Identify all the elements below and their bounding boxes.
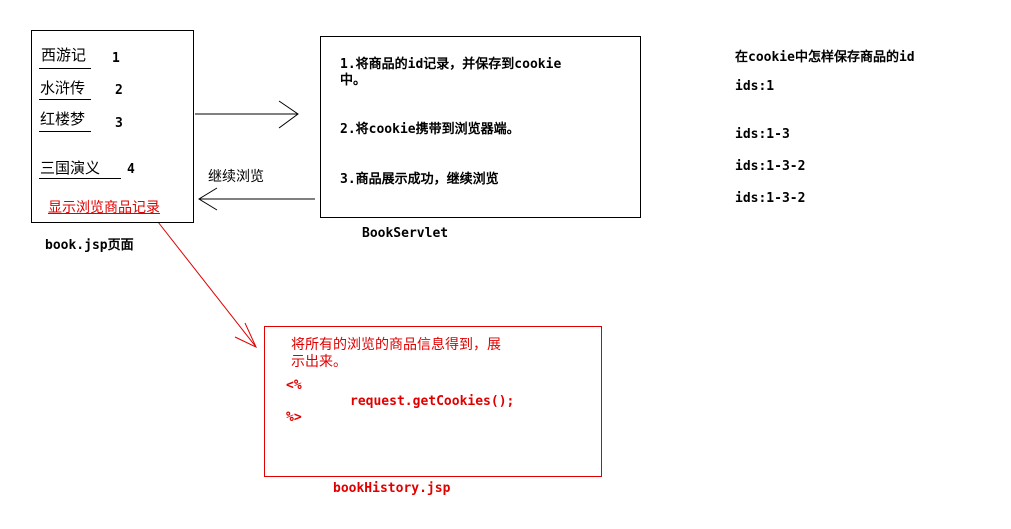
book-item-underline [39,99,91,100]
book-item-number: 2 [115,83,123,98]
book-item-underline [39,178,121,179]
book-item-number: 3 [115,116,123,131]
history-panel [264,326,602,477]
book-item-number: 1 [112,51,120,66]
history-description-line1: 将所有的浏览的商品信息得到，展 [291,337,501,353]
book-item-underline [39,131,91,132]
servlet-step-2: 2.将cookie携带到浏览器端。 [340,122,520,137]
book-item-title[interactable]: 西游记 [41,46,87,64]
continue-arrow [198,187,315,211]
book-page-caption: book.jsp页面 [45,238,134,253]
history-arrow [157,221,258,349]
book-item-title[interactable]: 红楼梦 [40,110,86,128]
servlet-step-1: 1.将商品的id记录，并保存到cookie [340,57,562,72]
servlet-caption: BookServlet [362,226,449,241]
show-history-link[interactable]: 显示浏览商品记录 [48,200,160,216]
continue-browsing-label: 继续浏览 [208,169,264,185]
cookie-ids-line: ids:1 [735,79,775,94]
forward-arrow [195,100,299,129]
servlet-panel [320,36,641,218]
cookie-ids-line: ids:1-3-2 [735,159,806,174]
servlet-step-1-cont: 中。 [340,73,367,88]
cookie-notes-title: 在cookie中怎样保存商品的id [735,50,915,65]
code-close-tag: %> [286,410,302,425]
history-caption: bookHistory.jsp [333,481,451,496]
code-open-tag: <% [286,378,302,393]
history-description-line2: 示出来。 [291,354,347,370]
book-item-number: 4 [127,162,135,177]
servlet-step-3: 3.商品展示成功，继续浏览 [340,172,499,187]
book-item-title[interactable]: 水浒传 [40,79,86,97]
book-item-title[interactable]: 三国演义 [40,159,101,177]
book-item-underline [39,68,91,69]
book-list-panel [31,30,194,223]
cookie-ids-line: ids:1-3 [735,127,790,142]
cookie-ids-line: ids:1-3-2 [735,191,806,206]
code-get-cookies: request.getCookies(); [350,394,515,409]
